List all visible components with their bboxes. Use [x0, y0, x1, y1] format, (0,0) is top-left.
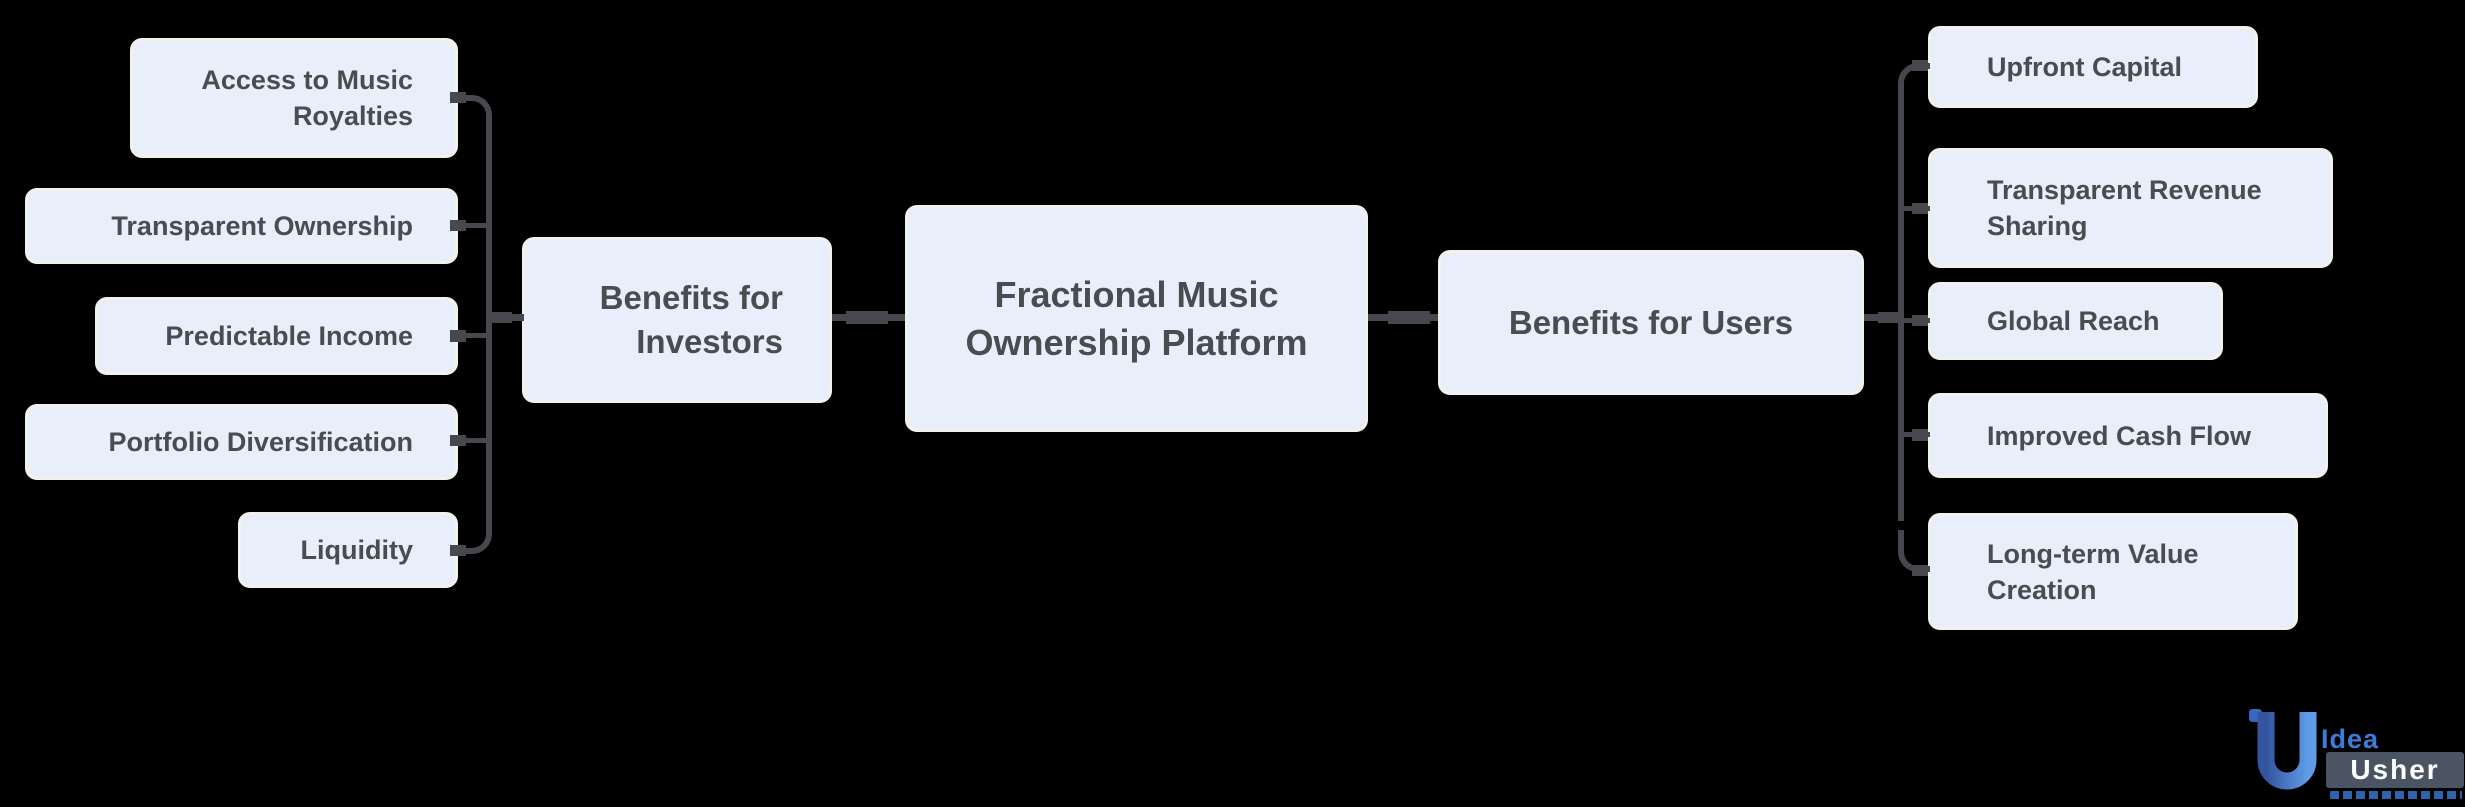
connector-left-bottom-elbow: [455, 512, 492, 554]
logo-idea-text: Idea: [2321, 724, 2380, 754]
node-fractional-music-ownership-platform: Fractional Music Ownership Platform: [905, 205, 1368, 432]
connector-nub: [1912, 315, 1928, 326]
node-liquidity: Liquidity: [238, 512, 458, 588]
node-label: Upfront Capital: [1987, 52, 2182, 82]
connector-nub: [1912, 203, 1928, 214]
connector-nub: [450, 220, 466, 231]
node-long-term-value-creation: Long-term Value Creation: [1928, 513, 2298, 630]
connector-nub: [1912, 60, 1928, 71]
node-label: Portfolio Diversification: [108, 427, 413, 457]
logo-usher-label: Usher: [2350, 754, 2440, 785]
connector-nub: [450, 435, 466, 446]
logo-u-icon: [2249, 709, 2317, 790]
connector-nub: [450, 545, 466, 556]
connector-nub: [1388, 311, 1430, 324]
connector-nub: [846, 311, 888, 324]
connector-nub: [450, 92, 466, 103]
connector-nub: [450, 330, 466, 342]
node-benefits-for-investors: Benefits for Investors: [522, 237, 832, 403]
connector-nub: [1912, 429, 1928, 441]
node-predictable-income: Predictable Income: [95, 297, 458, 375]
idea-usher-logo: Idea Usher: [2245, 698, 2465, 804]
connector-nub: [1878, 312, 1900, 323]
node-label: Improved Cash Flow: [1987, 420, 2252, 451]
node-label: Global Reach: [1987, 306, 2160, 336]
node-label: Long-term Value Creation: [1987, 538, 2199, 605]
connector-left-top-elbow: [455, 95, 492, 137]
node-label: Transparent Ownership: [111, 211, 413, 241]
connector-stub-transparent-ownership: [455, 223, 488, 228]
connector-nub: [490, 312, 512, 323]
connector-right-vertical: [1898, 101, 1904, 521]
node-label: Predictable Income: [165, 321, 413, 351]
node-transparent-ownership: Transparent Ownership: [25, 188, 458, 264]
node-label: Liquidity: [300, 535, 413, 565]
node-transparent-revenue-sharing: Transparent Revenue Sharing: [1928, 148, 2333, 268]
node-improved-cash-flow: Improved Cash Flow: [1928, 393, 2328, 478]
node-label: Fractional Music Ownership Platform: [965, 273, 1308, 363]
logo-tagline-strip: [2330, 791, 2462, 799]
node-label: Benefits for Users: [1508, 303, 1794, 341]
connector-stub-predictable-income: [455, 333, 488, 338]
node-label: Transparent Revenue Sharing: [1987, 175, 2262, 241]
node-global-reach: Global Reach: [1928, 282, 2223, 360]
node-label: Benefits for Investors: [599, 279, 783, 360]
connector-nub: [1912, 565, 1928, 576]
node-label: Access to Music Royalties: [201, 65, 413, 131]
node-benefits-for-users: Benefits for Users: [1438, 250, 1864, 395]
node-upfront-capital: Upfront Capital: [1928, 26, 2258, 108]
connector-left-vertical: [486, 133, 492, 520]
node-portfolio-diversification: Portfolio Diversification: [25, 404, 458, 480]
connector-stub-portfolio-diversification: [455, 438, 488, 443]
node-access-to-music-royalties: Access to Music Royalties: [130, 38, 458, 158]
logo-usher-text: Usher: [2326, 752, 2464, 788]
